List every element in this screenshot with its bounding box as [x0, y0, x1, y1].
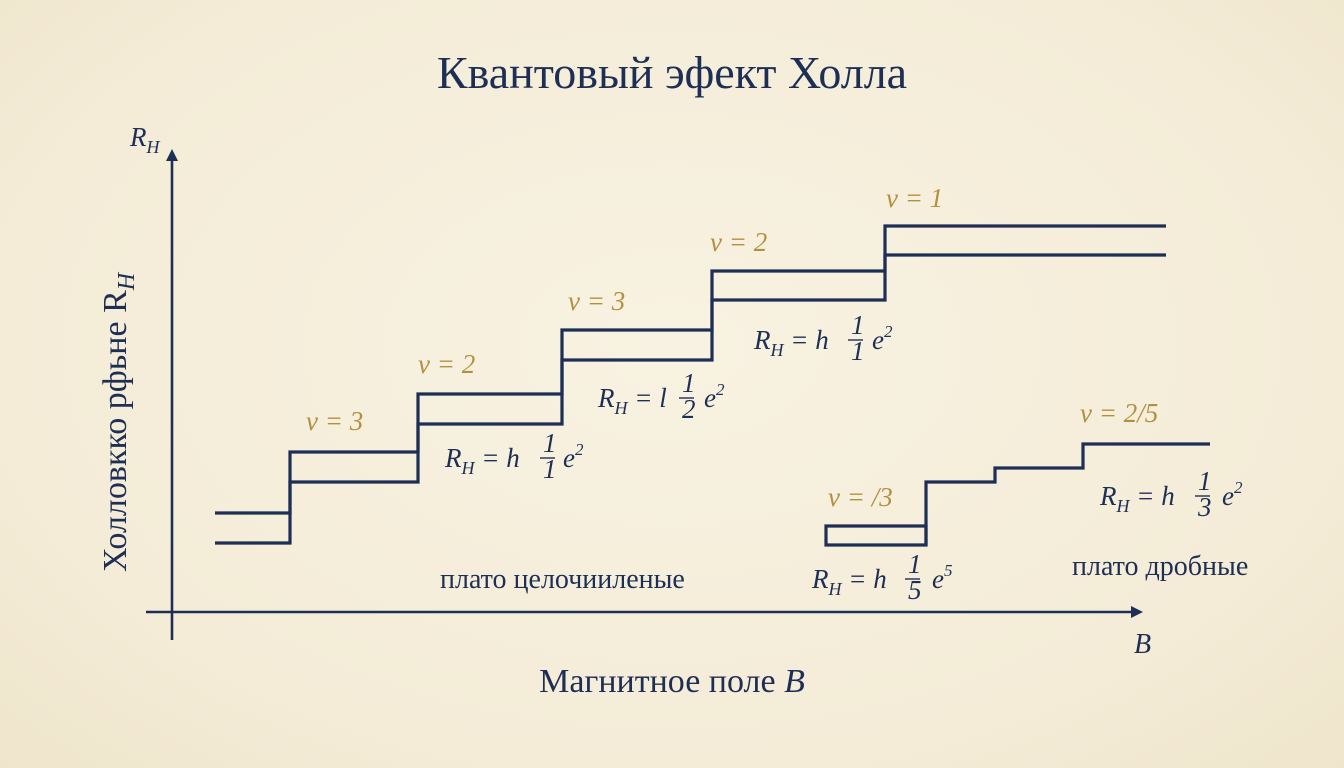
- level-label-3: ν = 3: [568, 286, 625, 316]
- formula-2: RH = l 1 2 e2: [597, 368, 725, 424]
- x-axis-label: Магнитное поле B: [539, 663, 805, 700]
- svg-text:RH = h: RH = h: [811, 564, 887, 599]
- y-axis-label: Холловкко рфьне RH: [97, 271, 140, 572]
- level-label-7: ν = 2/5: [1080, 398, 1158, 428]
- svg-text:RH = h: RH = h: [753, 325, 829, 360]
- y-axis-symbol: RH: [129, 122, 161, 157]
- level-label-2: ν = 2: [418, 349, 475, 379]
- svg-text:1: 1: [1198, 466, 1212, 496]
- svg-text:e2: e2: [563, 440, 584, 473]
- svg-text:1: 1: [851, 336, 865, 366]
- fractional-plateau-label: плато дробные: [1072, 551, 1248, 582]
- svg-text:1: 1: [908, 549, 922, 579]
- svg-text:RH = h: RH = h: [444, 443, 520, 478]
- svg-text:1: 1: [543, 454, 557, 484]
- level-label-6: ν = /3: [828, 482, 893, 512]
- svg-text:e2: e2: [704, 380, 725, 413]
- svg-text:3: 3: [1197, 492, 1212, 522]
- fractional-plateau-box: [824, 524, 928, 547]
- formula-5: RH = h 1 3 e2: [1099, 466, 1243, 522]
- svg-text:RH = h: RH = h: [1099, 481, 1175, 516]
- svg-text:1: 1: [851, 310, 865, 340]
- formula-3: RH = h 1 1 e2: [753, 310, 893, 366]
- svg-text:e5: e5: [932, 561, 952, 594]
- svg-text:5: 5: [908, 575, 922, 605]
- svg-text:RH = l: RH = l: [597, 383, 667, 418]
- svg-text:e2: e2: [872, 322, 893, 355]
- svg-text:1: 1: [682, 368, 696, 398]
- formula-4: RH = h 1 5 e5: [811, 549, 952, 605]
- x-axis-symbol: B: [1134, 629, 1151, 660]
- formula-1: RH = h 1 1 e2: [444, 428, 584, 484]
- level-label-1: ν = 3: [306, 406, 363, 436]
- fractional-staircase: [924, 442, 1210, 545]
- diagram-title: Квантовый эфект Холла: [437, 47, 907, 98]
- level-label-5: ν = 1: [886, 183, 943, 213]
- svg-text:e2: e2: [1222, 478, 1243, 511]
- integer-plateau-label: плато целочииленые: [440, 564, 685, 595]
- level-label-4: ν = 2: [710, 227, 767, 257]
- integer-staircase-lower: [215, 253, 1166, 545]
- svg-text:2: 2: [682, 394, 696, 424]
- svg-text:1: 1: [543, 428, 557, 458]
